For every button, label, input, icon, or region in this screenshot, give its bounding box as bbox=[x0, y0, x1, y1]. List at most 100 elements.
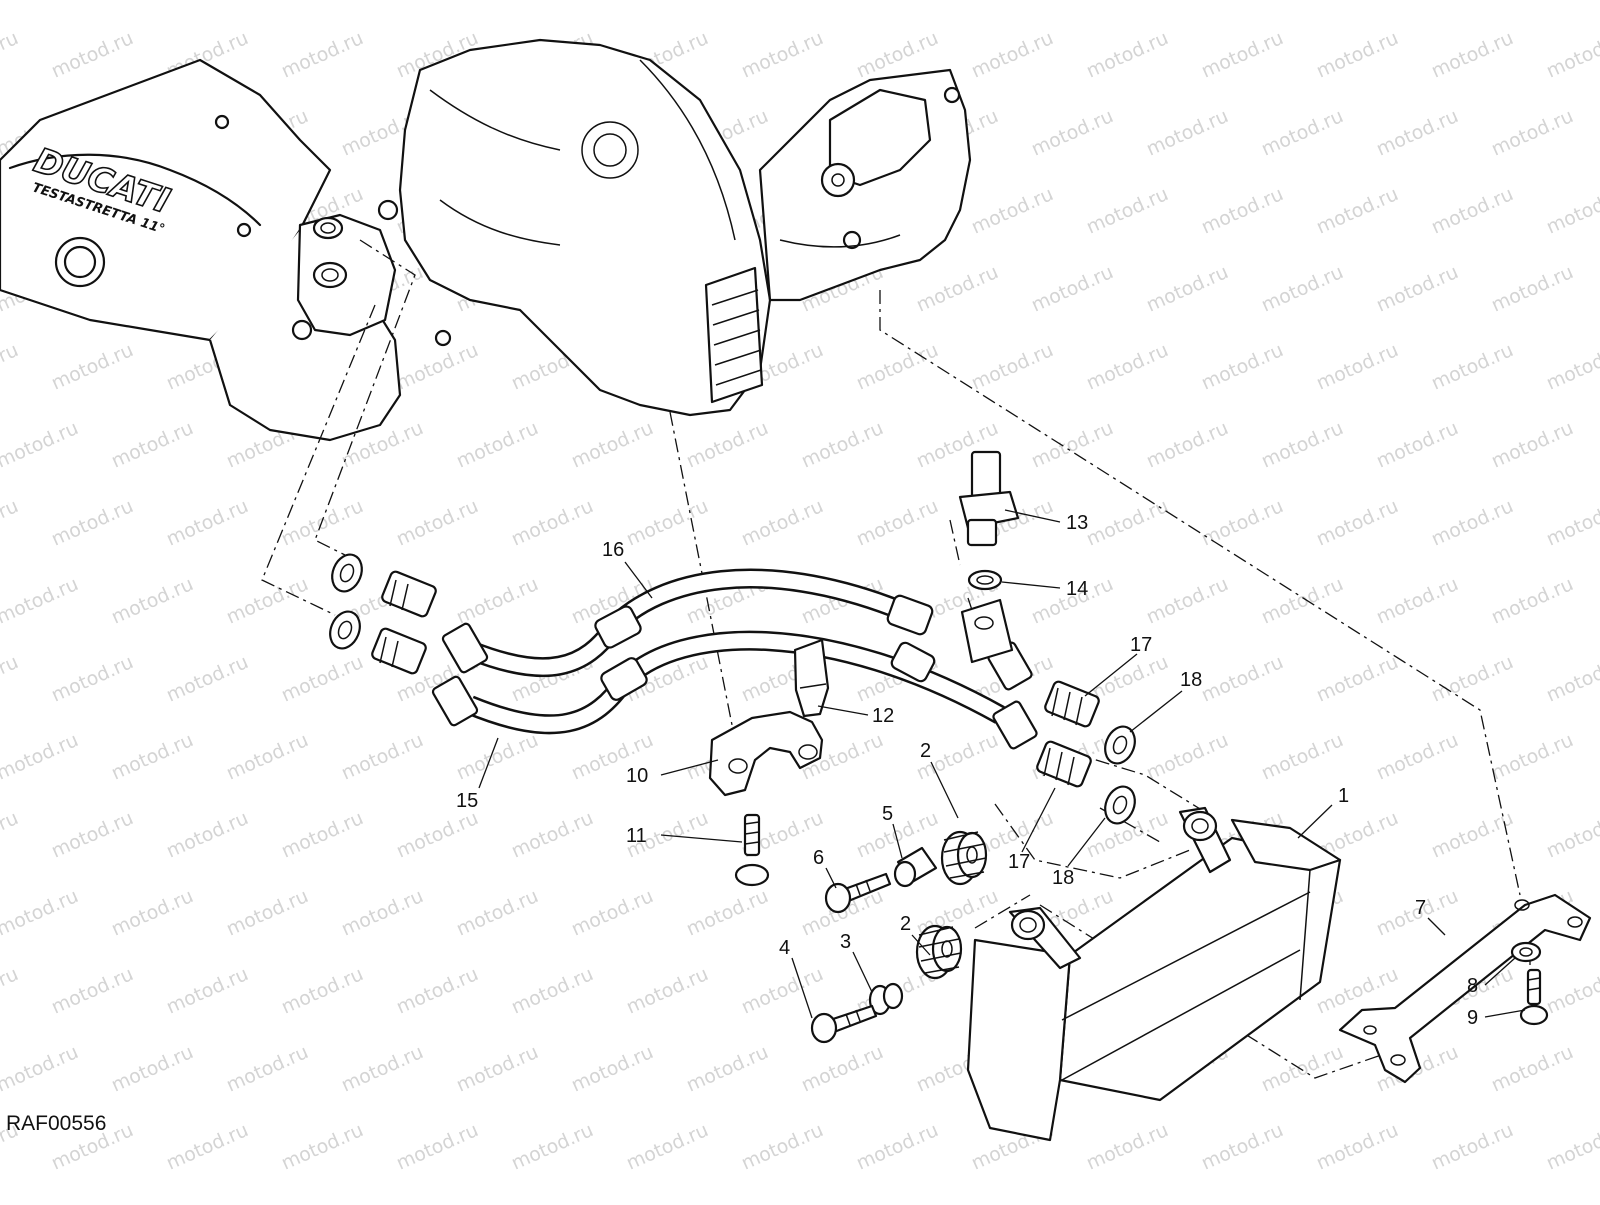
union-fitting-17-lower bbox=[1036, 740, 1092, 788]
watermark-text: motod.ru bbox=[1373, 417, 1462, 473]
callout-14: 14 bbox=[1066, 578, 1088, 600]
watermark-text: motod.ru bbox=[1488, 1041, 1577, 1097]
callout-9: 9 bbox=[1467, 1007, 1478, 1029]
watermark-text: motod.ru bbox=[853, 495, 942, 551]
watermark-text: motod.ru bbox=[798, 417, 887, 473]
watermark-text: motod.ru bbox=[223, 1041, 312, 1097]
watermark-text: motod.ru bbox=[1313, 651, 1402, 707]
spacer-5 bbox=[893, 846, 938, 888]
watermark-text: motod.ru bbox=[163, 807, 252, 863]
engine-union-upper bbox=[381, 570, 437, 618]
watermark-text: motod.ru bbox=[163, 963, 252, 1019]
watermark-text: motod.ru bbox=[393, 963, 482, 1019]
engine-crankcase: DUCATI TESTASTRETTA 11° bbox=[0, 38, 972, 442]
watermark-text: motod.ru bbox=[108, 885, 197, 941]
watermark-text: motod.ru bbox=[108, 729, 197, 785]
watermark-text: motod.ru bbox=[1373, 573, 1462, 629]
watermark-text: motod.ru bbox=[1258, 261, 1347, 317]
watermark-text: motod.ru bbox=[1143, 417, 1232, 473]
watermark-text: motod.ru bbox=[0, 963, 22, 1019]
watermark-text: motod.ru bbox=[1083, 495, 1172, 551]
watermark-text: motod.ru bbox=[1543, 183, 1600, 239]
engine-washer-upper bbox=[331, 553, 363, 593]
watermark-text: motod.ru bbox=[1428, 183, 1517, 239]
watermark-text: motod.ru bbox=[0, 339, 22, 395]
callout-18-upper: 18 bbox=[1180, 669, 1202, 691]
bracket-10 bbox=[708, 710, 824, 797]
watermark-text: motod.ru bbox=[568, 1041, 657, 1097]
watermark-text: motod.ru bbox=[508, 1119, 597, 1175]
callout-numbers: 1 2 2 3 4 5 6 7 8 9 10 11 12 13 14 15 16… bbox=[456, 512, 1478, 1029]
bracket-7 bbox=[1338, 893, 1592, 1084]
watermark-text: motod.ru bbox=[278, 27, 367, 83]
watermark-text: motod.ru bbox=[393, 495, 482, 551]
watermark-text: motod.ru bbox=[453, 0, 542, 5]
watermark-text: motod.ru bbox=[453, 729, 542, 785]
watermark-text: motod.ru bbox=[1313, 495, 1402, 551]
callout-12: 12 bbox=[872, 705, 894, 727]
watermark-text: motod.ru bbox=[0, 1041, 82, 1097]
watermark-text: motod.ru bbox=[1313, 339, 1402, 395]
watermark-text: motod.ru bbox=[1028, 0, 1117, 5]
screw-11 bbox=[734, 813, 770, 887]
watermark-text: motod.ru bbox=[1428, 27, 1517, 83]
watermark-text: motod.ru bbox=[623, 1119, 712, 1175]
watermark-text: motod.ru bbox=[968, 339, 1057, 395]
callout-8: 8 bbox=[1467, 975, 1478, 997]
watermark-text: motod.ru bbox=[48, 963, 137, 1019]
callout-2-lower: 2 bbox=[900, 913, 911, 935]
watermark-text: motod.ru bbox=[968, 27, 1057, 83]
watermark-text: motod.ru bbox=[108, 0, 197, 5]
sealing-washer-18-upper bbox=[1104, 725, 1136, 765]
watermark-text: motod.ru bbox=[1198, 339, 1287, 395]
watermark-text: motod.ru bbox=[683, 0, 772, 5]
watermark-text: motod.ru bbox=[1143, 105, 1232, 161]
watermark-text: motod.ru bbox=[278, 495, 367, 551]
callout-2-upper: 2 bbox=[920, 740, 931, 762]
watermark-text: motod.ru bbox=[0, 27, 22, 83]
watermark-text: motod.ru bbox=[453, 1041, 542, 1097]
watermark-text: motod.ru bbox=[1543, 651, 1600, 707]
callout-5: 5 bbox=[882, 803, 893, 825]
watermark-text: motod.ru bbox=[0, 495, 22, 551]
watermark-text: motod.ru bbox=[338, 885, 427, 941]
watermark-text: motod.ru bbox=[853, 339, 942, 395]
watermark-text: motod.ru bbox=[738, 27, 827, 83]
watermark-text: motod.ru bbox=[1543, 27, 1600, 83]
watermark-text: motod.ru bbox=[163, 651, 252, 707]
watermark-text: motod.ru bbox=[1028, 417, 1117, 473]
watermark-text: motod.ru bbox=[453, 885, 542, 941]
washer-8 bbox=[1510, 941, 1542, 963]
watermark-text: motod.ru bbox=[1373, 105, 1462, 161]
watermark-text: motod.ru bbox=[568, 417, 657, 473]
callout-6: 6 bbox=[813, 847, 824, 869]
watermark-text: motod.ru bbox=[1143, 729, 1232, 785]
watermark-text: motod.ru bbox=[683, 417, 772, 473]
callout-10: 10 bbox=[626, 765, 648, 787]
watermark-text: motod.ru bbox=[1258, 729, 1347, 785]
callout-16: 16 bbox=[602, 539, 624, 561]
callout-4: 4 bbox=[779, 937, 790, 959]
watermark-text: motod.ru bbox=[1488, 417, 1577, 473]
watermark-text: motod.ru bbox=[48, 27, 137, 83]
watermark-text: motod.ru bbox=[108, 417, 197, 473]
sealing-washer-18-lower bbox=[1104, 785, 1136, 825]
watermark-text: motod.ru bbox=[1143, 573, 1232, 629]
watermark-text: motod.ru bbox=[108, 1041, 197, 1097]
watermark-text: motod.ru bbox=[163, 1119, 252, 1175]
figure-reference-id: RAF00556 bbox=[6, 1112, 107, 1135]
watermark-text: motod.ru bbox=[1198, 1119, 1287, 1175]
watermark-text: motod.ru bbox=[1313, 183, 1402, 239]
watermark-text: motod.ru bbox=[738, 495, 827, 551]
watermark-text: motod.ru bbox=[278, 807, 367, 863]
watermark-text: motod.ru bbox=[1313, 27, 1402, 83]
sealing-washer-14 bbox=[967, 569, 1003, 591]
watermark-text: motod.ru bbox=[568, 0, 657, 5]
watermark-text: motod.ru bbox=[278, 651, 367, 707]
watermark-text: motod.ru bbox=[48, 495, 137, 551]
watermark-text: motod.ru bbox=[1083, 1119, 1172, 1175]
grommet-2-lower bbox=[915, 924, 963, 980]
watermark-text: motod.ru bbox=[508, 963, 597, 1019]
engine-washer-lower bbox=[329, 610, 361, 650]
